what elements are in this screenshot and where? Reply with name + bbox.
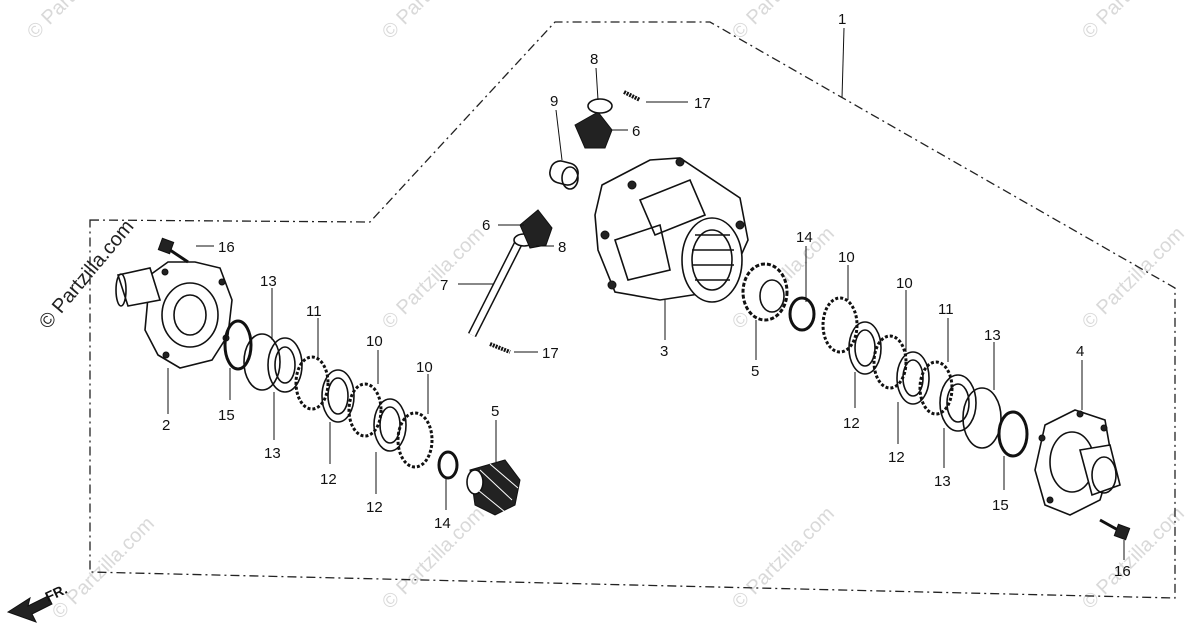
callout-12-right-b: 12	[888, 449, 905, 466]
callout-12-left-b: 12	[366, 499, 383, 516]
watermark: © Partzilla.com	[378, 223, 489, 334]
side-gear-upper	[741, 262, 816, 332]
callout-numbers: 1 2 3 4 5 5 6 6 7 8 8 9 10 10 10 10 11 1…	[162, 11, 1131, 580]
watermark: © Partzilla.com	[728, 0, 839, 44]
callout-12-left-a: 12	[320, 471, 337, 488]
side-gear-lower	[466, 459, 521, 516]
callout-10-right-a: 10	[838, 249, 855, 266]
watermark: © Partzilla.com	[1078, 223, 1189, 334]
watermark: © Partzilla.com	[378, 0, 489, 44]
callout-15-right: 15	[992, 497, 1009, 514]
callout-16-right: 16	[1114, 563, 1131, 580]
right-clutch-stack	[821, 296, 1029, 458]
spring-pin-upper	[623, 90, 641, 102]
callout-13-right-b: 13	[934, 473, 951, 490]
callout-4: 4	[1076, 343, 1084, 360]
right-side-cover	[1034, 409, 1121, 516]
callout-7: 7	[440, 277, 448, 294]
callout-3: 3	[660, 343, 668, 360]
callout-9: 9	[550, 93, 558, 110]
callout-11-right: 11	[938, 301, 954, 318]
callout-13-right-a: 13	[984, 327, 1001, 344]
front-arrow-icon	[6, 595, 53, 623]
watermark: © Partzilla.com	[1078, 503, 1189, 614]
callout-10-left-a: 10	[366, 333, 383, 350]
callout-8-upper: 8	[590, 51, 598, 68]
callout-14-right: 14	[796, 229, 813, 246]
leader-lines	[167, 27, 1125, 560]
callout-17-lower: 17	[542, 345, 559, 362]
callout-12-right-a: 12	[843, 415, 860, 432]
bolt-left	[157, 237, 189, 264]
pinion-shaft	[467, 209, 553, 338]
watermark: © Partzilla.com	[48, 513, 159, 624]
callout-15-left: 15	[218, 407, 235, 424]
upper-pinion-set	[549, 90, 641, 190]
left-side-cover	[115, 261, 233, 369]
callout-2: 2	[162, 417, 170, 434]
callout-10-left-b: 10	[416, 359, 433, 376]
callout-14-left: 14	[434, 515, 451, 532]
callout-16-left: 16	[218, 239, 235, 256]
callout-11-left: 11	[306, 303, 322, 320]
differential-case	[594, 157, 749, 303]
watermark: © Partzilla.com	[728, 503, 839, 614]
callout-17-upper: 17	[694, 95, 711, 112]
callout-5-lower: 5	[491, 403, 499, 420]
callout-6-upper: 6	[632, 123, 640, 140]
spring-pin-lower	[489, 342, 511, 354]
left-clutch-stack	[223, 319, 459, 480]
callout-10-right-b: 10	[896, 275, 913, 292]
callout-1: 1	[838, 11, 846, 28]
callout-5-upper: 5	[751, 363, 759, 380]
callout-6-lower: 6	[482, 217, 490, 234]
callout-13-left-a: 13	[260, 273, 277, 290]
watermark: © Partzilla.com	[23, 0, 134, 44]
assembly-outline	[89, 21, 1176, 599]
callout-8-lower: 8	[558, 239, 566, 256]
watermark: © Partzilla.com	[1078, 0, 1189, 44]
bolt-right	[1099, 518, 1131, 541]
callout-13-left-b: 13	[264, 445, 281, 462]
